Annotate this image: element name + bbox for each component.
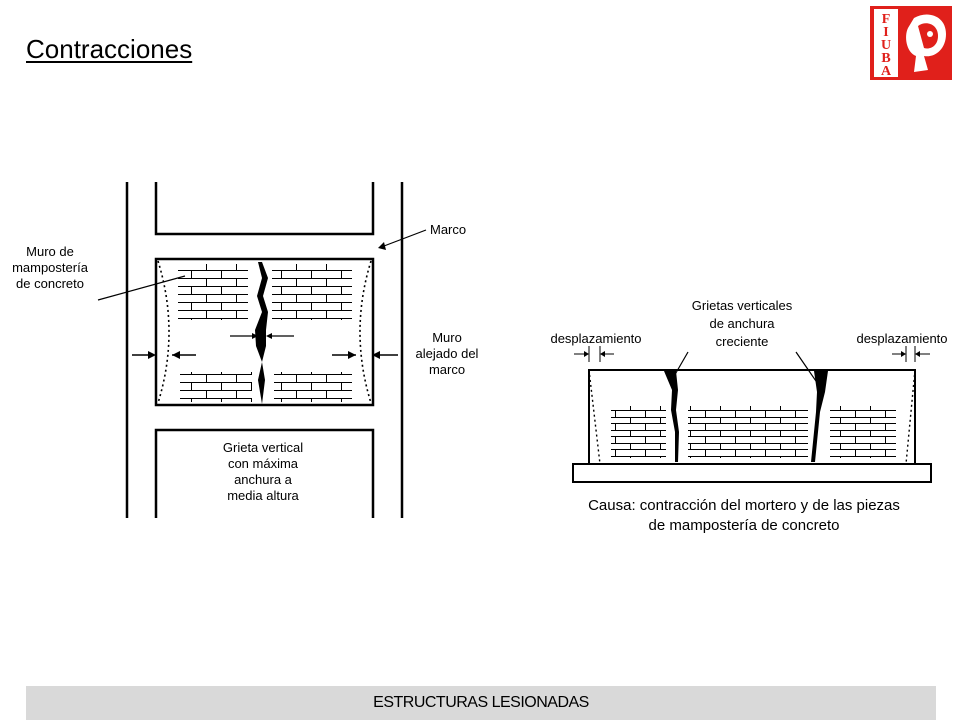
label-muro-line-2: mampostería bbox=[12, 260, 89, 275]
label-grieta-line-4: media altura bbox=[227, 488, 299, 503]
label-causa-line-1: Causa: contracción del mortero y de las … bbox=[588, 497, 900, 514]
label-causa-line-2: de mampostería de concreto bbox=[649, 517, 840, 534]
svg-text:A: A bbox=[881, 64, 892, 79]
label-desplazamiento-right: desplazamiento bbox=[856, 331, 947, 346]
footer-text: ESTRUCTURAS LESIONADAS bbox=[373, 694, 589, 711]
label-grieta-line-3: anchura a bbox=[234, 472, 293, 487]
label-desplazamiento-left: desplazamiento bbox=[550, 331, 641, 346]
svg-text:I: I bbox=[883, 25, 888, 40]
right-wall-diagram: desplazamiento desplazamiento Grietas ve… bbox=[550, 298, 947, 534]
footer-bar: ESTRUCTURAS LESIONADAS bbox=[26, 686, 936, 720]
svg-text:F: F bbox=[882, 12, 891, 27]
left-frame-diagram: Muro de mampostería de concreto Marco Mu… bbox=[12, 182, 479, 518]
label-grietas-line-1: Grietas verticales bbox=[692, 298, 793, 313]
label-grietas-line-3: creciente bbox=[716, 334, 769, 349]
label-grieta-line-2: con máxima bbox=[228, 456, 299, 471]
svg-text:U: U bbox=[881, 38, 891, 53]
label-grieta-line-1: Grieta vertical bbox=[223, 440, 303, 455]
label-muro-alejado-line-1: Muro bbox=[432, 330, 462, 345]
label-marco: Marco bbox=[430, 222, 466, 237]
label-muro-alejado-line-3: marco bbox=[429, 362, 465, 377]
label-grietas-line-2: de anchura bbox=[709, 316, 775, 331]
contraction-diagram: Muro de mampostería de concreto Marco Mu… bbox=[12, 182, 948, 534]
label-muro-line-3: de concreto bbox=[16, 276, 84, 291]
label-muro-alejado-line-2: alejado del bbox=[416, 346, 479, 361]
svg-text:B: B bbox=[881, 51, 890, 66]
slide-title: Contracciones bbox=[26, 34, 193, 64]
label-muro-line-1: Muro de bbox=[26, 244, 74, 259]
fiuba-logo: F I U B A bbox=[870, 6, 952, 80]
